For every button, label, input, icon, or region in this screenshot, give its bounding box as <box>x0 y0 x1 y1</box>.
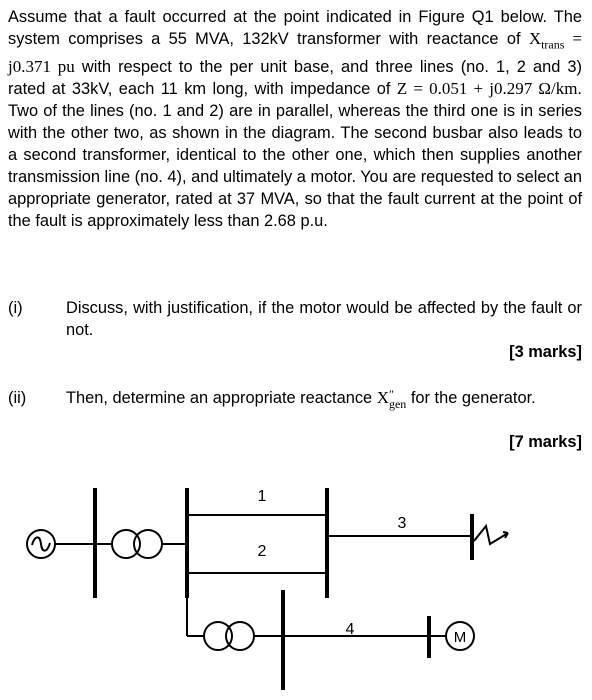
question-ii-number: (ii) <box>8 389 27 407</box>
impedance-expression: Z = 0.051 + j0.297 Ω/km <box>396 78 578 98</box>
question-i-text: Discuss, with justification, if the moto… <box>66 299 582 340</box>
problem-statement: Assume that a fault occurred at the poin… <box>8 6 582 232</box>
problem-text-1: Assume that a fault occurred at the poin… <box>8 8 582 49</box>
line-2-label: 2 <box>258 543 267 560</box>
circuit-diagram: 1 2 3 4 M <box>26 488 509 690</box>
fault-arrow-icon <box>473 523 509 546</box>
transformer-1-icon <box>111 529 163 559</box>
line-1-label: 1 <box>258 488 267 505</box>
transformer-2-icon <box>203 621 255 651</box>
line-3-label: 3 <box>398 515 407 532</box>
x-trans-symbol: Xtrans = j0.371 pu <box>8 29 582 76</box>
question-ii-marks: [7 marks] <box>509 433 582 451</box>
question-i-number: (i) <box>8 299 23 317</box>
x-gen-symbol: X″gen <box>376 387 407 412</box>
question-ii-text: Then, determine an appropriate reactance… <box>66 387 536 412</box>
problem-text-3: . Two of the lines (no. 1 and 2) are in … <box>8 79 582 231</box>
line-4-label: 4 <box>346 621 355 638</box>
question-i-marks: [3 marks] <box>509 343 582 361</box>
motor-icon <box>445 621 475 651</box>
problem-text-2: with respect to the per unit base, and t… <box>8 57 582 98</box>
motor-label: M <box>454 629 467 646</box>
generator-icon <box>26 529 56 559</box>
